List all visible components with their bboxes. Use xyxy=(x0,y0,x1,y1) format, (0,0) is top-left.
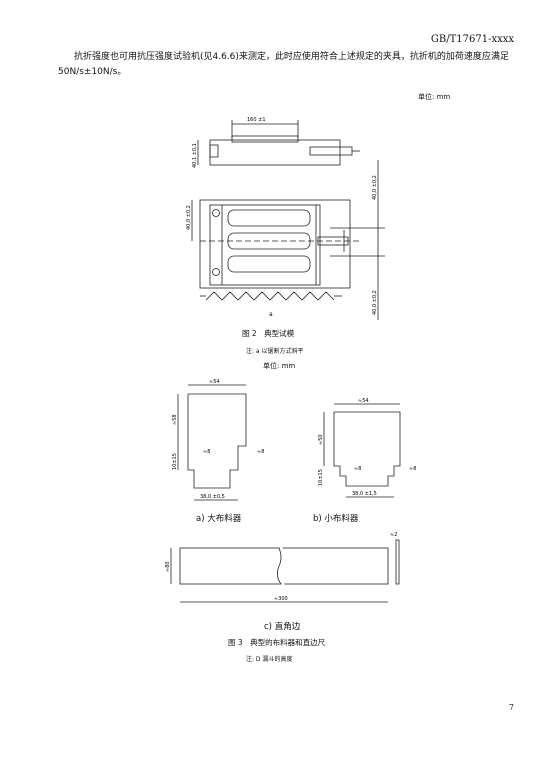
label-a: a xyxy=(269,311,273,318)
top-view-bolt-top xyxy=(212,209,220,217)
small-dim-bottom: 38,0 ±1,5 xyxy=(352,491,377,497)
large-dim-notch-left: ≈8 xyxy=(203,449,210,455)
large-dim-bottom: 38,0 ±0,5 xyxy=(200,494,225,500)
edge-dim-height: ≈80 xyxy=(165,561,171,572)
side-view-left-clamp xyxy=(209,144,219,158)
fig3c-subcaption: c) 直角边 xyxy=(264,622,301,632)
large-dim-left: ≈58 xyxy=(172,414,178,425)
top-view-slot-3 xyxy=(227,255,311,273)
fig3-note: 注: D 漏斗的高度 xyxy=(246,656,293,663)
side-view-top-block xyxy=(231,135,299,143)
top-view-slot-1 xyxy=(227,209,311,227)
edge-dim-length: ≈300 xyxy=(274,596,288,602)
large-spreader-outline xyxy=(187,393,247,489)
saw-cut-zigzag xyxy=(205,291,335,301)
page-number: 7 xyxy=(508,703,514,712)
fig2-note: 注: a 以锯割方式斜平 xyxy=(246,348,304,355)
top-view-bolt-bottom xyxy=(212,268,220,276)
small-spreader-outline xyxy=(333,411,401,487)
small-dim-top: ≈54 xyxy=(358,398,369,404)
small-dim-left-small: 10±15 xyxy=(318,469,324,486)
dim-side-mid-label: 40,0 ±0,2 xyxy=(186,205,192,230)
standard-number: GB/T17671-xxxx xyxy=(430,34,514,45)
body-paragraph: 抗折强度也可用抗压强度试验机(见4.6.6)来测定，此时应使用符合上述规定的夹具… xyxy=(58,52,509,77)
edge-dim-thickness: ≈2 xyxy=(390,532,397,538)
straight-edge-break-line xyxy=(277,547,282,585)
straight-edge-break-mask xyxy=(279,545,285,587)
dim-right-bottom-label: 40,0 ±0,2 xyxy=(372,290,378,315)
fig3-unit-label: 单位: mm xyxy=(263,362,296,370)
fig3b-subcaption: b) 小布料器 xyxy=(313,514,359,524)
fig2-caption: 图 2 典型试模 xyxy=(242,329,295,338)
dim-length-label: 160 ±1 xyxy=(247,117,266,123)
fig3-caption: 图 3 典型的布料器和直边尺 xyxy=(228,638,326,647)
large-dim-top: ≈54 xyxy=(209,379,220,385)
dim-right-top-label: 40,0 ±0,2 xyxy=(372,175,378,200)
fig2-unit-label: 单位: mm xyxy=(418,93,451,101)
straight-edge-side-view xyxy=(395,539,400,585)
top-view-base xyxy=(199,199,351,289)
small-dim-notch-left: ≈8 xyxy=(354,466,361,472)
large-dim-left-small: 10±15 xyxy=(172,453,178,470)
fig3a-subcaption: a) 大布料器 xyxy=(196,514,242,524)
large-dim-notch-right: ≈8 xyxy=(257,449,264,455)
small-dim-left: ≈50 xyxy=(318,434,324,445)
dim-side-top-label: 40,1 ±0,1 xyxy=(192,143,198,168)
small-dim-notch-right: ≈8 xyxy=(409,466,416,472)
